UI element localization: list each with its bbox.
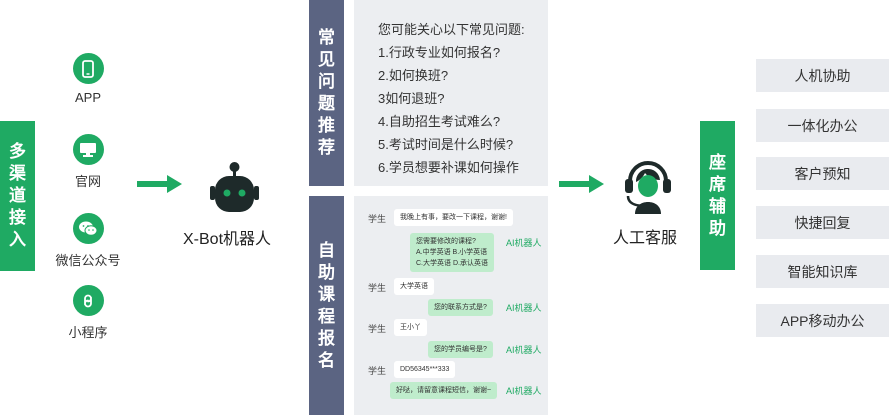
feature-knowledge-base[interactable]: 智能知识库 [756, 255, 889, 288]
faq-recommend-bar: 常 见 问 题 推 荐 [309, 0, 344, 186]
enroll-bar-char: 报 [318, 328, 335, 348]
faq-bar-char: 题 [318, 94, 335, 113]
chat-bubble-ai: 您需要修改的课程? A.中学英语 B.小学英语 C.大学英语 D.承认英语 [410, 233, 494, 272]
feature-app-mobile-office[interactable]: APP移动办公 [756, 304, 889, 337]
ai-tag: AI机器人 [506, 303, 542, 313]
feature-quick-reply[interactable]: 快捷回复 [756, 206, 889, 239]
enroll-bar-char: 课 [318, 284, 335, 304]
headset-agent-icon [625, 161, 671, 214]
faq-bar-char: 荐 [318, 138, 335, 157]
bubble-line: 王小丫 [400, 324, 421, 331]
faq-bar-char: 推 [318, 116, 335, 135]
multi-channel-char: 入 [9, 230, 26, 249]
ai-tag: AI机器人 [506, 386, 542, 396]
enroll-bar-char: 自 [318, 240, 335, 260]
agent-assist-char: 助 [709, 218, 726, 238]
faq-item[interactable]: 5.考试时间是什么时候? [378, 137, 514, 152]
robot-icon [210, 162, 259, 212]
faq-panel: 您可能关心以下常见问题: 1.行政专业如何报名? 2.如何换班? 3如何退班? … [354, 0, 548, 186]
faq-item[interactable]: 6.学员想要补课如何操作 [378, 160, 519, 175]
bot-label: X-Bot机器人 [183, 231, 272, 248]
ai-tag: AI机器人 [506, 238, 542, 248]
channel-label: 小程序 [68, 325, 108, 340]
channel-label: 官网 [74, 174, 101, 189]
feature-customer-foresight[interactable]: 客户预知 [756, 157, 889, 190]
channel-wechat: 微信公众号 [43, 213, 133, 269]
chat-bubble-user: DD56345***333 [394, 361, 456, 378]
faq-item[interactable]: 4.自助招生考试难么? [378, 114, 501, 129]
agent-label: 人工客服 [613, 230, 678, 247]
self-enroll-bar: 自 助 课 程 报 名 [309, 196, 344, 415]
bubble-line: 您的联系方式是? [434, 304, 487, 311]
channel-label: APP [74, 90, 101, 105]
user-tag: 学生 [368, 283, 387, 293]
bubble-line: A.中学英语 B.小学英语 [416, 249, 488, 256]
agent-assist-char: 席 [709, 174, 726, 194]
multi-channel-char: 渠 [9, 164, 26, 183]
enroll-bar-char: 名 [318, 350, 335, 370]
bubble-line: 我晚上有事，要改一下课程，谢谢! [400, 214, 507, 221]
feature-human-machine-assist[interactable]: 人机协助 [756, 59, 889, 92]
chat-bubble-ai: 您的学员编号是? [428, 341, 493, 358]
chat-bubble-ai: 好哒，请留意课程短信，谢谢~ [390, 382, 498, 399]
faq-item[interactable]: 2.如何换班? [378, 68, 449, 83]
bubble-line: 您的学员编号是? [434, 346, 487, 353]
feature-integrated-office[interactable]: 一体化办公 [756, 109, 889, 142]
chat-bubble-user: 王小丫 [394, 319, 427, 336]
arrow-right-icon [137, 175, 182, 193]
chat-bubble-user: 大学英语 [394, 278, 434, 295]
ai-tag: AI机器人 [506, 345, 542, 355]
channel-app: APP [43, 53, 133, 105]
chat-panel: 学生 我晚上有事，要改一下课程，谢谢! 您需要修改的课程? A.中学英语 B.小… [354, 196, 548, 415]
agent-assist-char: 辅 [709, 196, 726, 216]
channel-website: 官网 [43, 134, 133, 190]
faq-item[interactable]: 1.行政专业如何报名? [378, 45, 501, 60]
chat-bubble-user: 我晚上有事，要改一下课程，谢谢! [394, 209, 513, 226]
multi-channel-char: 多 [9, 142, 26, 161]
user-tag: 学生 [368, 214, 387, 224]
enroll-bar-char: 助 [318, 262, 335, 282]
agent-assist-char: 座 [709, 152, 726, 172]
chat-bubble-ai: 您的联系方式是? [428, 299, 493, 316]
faq-bar-char: 问 [318, 72, 335, 91]
multi-channel-char: 道 [9, 186, 26, 205]
bubble-line: 大学英语 [400, 283, 428, 290]
faq-bar-char: 常 [318, 28, 335, 47]
multi-channel-char: 接 [9, 208, 26, 227]
multi-channel-bar: 多 渠 道 接 入 [0, 121, 35, 271]
channel-label: 微信公众号 [55, 253, 121, 268]
enroll-bar-char: 程 [318, 306, 335, 326]
faq-bar-char: 见 [318, 50, 335, 69]
bubble-line: 您需要修改的课程? [416, 238, 476, 245]
monitor-icon [72, 134, 104, 165]
agent-assist-bar: 座 席 辅 助 [700, 121, 735, 270]
phone-icon [72, 53, 104, 84]
bubble-line: 好哒，请留意课程短信，谢谢~ [396, 387, 492, 394]
faq-title: 您可能关心以下常见问题: [378, 22, 525, 37]
mini-program-icon [72, 285, 104, 316]
faq-item[interactable]: 3如何退班? [378, 91, 445, 106]
user-tag: 学生 [368, 366, 387, 376]
user-tag: 学生 [368, 324, 387, 334]
bubble-line: DD56345***333 [400, 366, 450, 373]
bubble-line: C.大学英语 D.承认英语 [416, 260, 488, 267]
wechat-icon [72, 213, 104, 244]
channel-mini-program: 小程序 [43, 285, 133, 341]
arrow-right-icon [559, 175, 604, 193]
